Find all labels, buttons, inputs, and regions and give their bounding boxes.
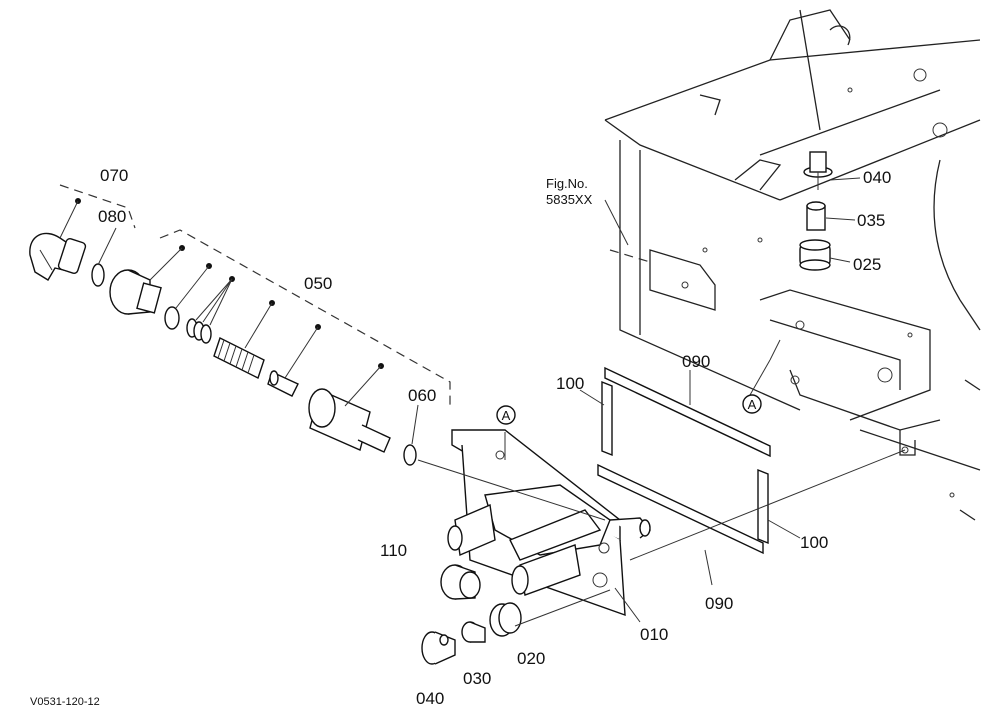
callout-035: 035: [857, 211, 885, 230]
poppet-050: [267, 324, 321, 397]
callout-010: 010: [640, 625, 668, 644]
o-ring-050: [164, 263, 212, 330]
collar-035: [806, 201, 826, 231]
o-ring-060: [403, 444, 417, 466]
callout-100-left: 100: [556, 374, 584, 393]
callout-100-right: 100: [800, 533, 828, 552]
bolt-040-top: [803, 151, 833, 190]
callout-050: 050: [304, 274, 332, 293]
frame-assembly: [604, 9, 981, 521]
callout-030: 030: [463, 669, 491, 688]
group-bracket-050: [159, 229, 451, 410]
diagram-code: V0531-120-12: [30, 696, 100, 708]
spring-050: [213, 300, 275, 379]
gasket-090-top: [604, 366, 771, 458]
callout-080: 080: [98, 207, 126, 226]
callout-040-bottom: 040: [416, 689, 444, 708]
callout-090-top: 090: [682, 352, 710, 371]
gasket-100-left: [601, 380, 613, 457]
callout-090-bottom: 090: [705, 594, 733, 613]
callout-020: 020: [517, 649, 545, 668]
callout-070: 070: [100, 166, 128, 185]
cushion-020: [489, 602, 522, 637]
plug-050: [109, 245, 185, 315]
gasket-090-bottom: [597, 463, 764, 555]
callout-040-top: 040: [863, 168, 891, 187]
ref-mark-a-left-text: A: [502, 408, 511, 423]
callout-025: 025: [853, 255, 881, 274]
o-ring-080: [91, 263, 105, 287]
ref-mark-a-right: A: [742, 394, 762, 414]
figure-reference: Fig.No. 5835XX: [546, 176, 593, 207]
plug-110: [440, 564, 481, 600]
leader-lines: [97, 177, 906, 627]
callout-060: 060: [408, 386, 436, 405]
figure-ref-line1: Fig.No.: [546, 176, 588, 191]
bolt-040-bottom: [421, 631, 456, 665]
callouts: 070 080 050 060 040 035 025 090 100 100 …: [98, 166, 891, 708]
callout-110: 110: [380, 541, 407, 560]
cushion-025: [799, 239, 831, 271]
shims-050: [186, 276, 235, 344]
elbow-fitting-070: [29, 198, 87, 281]
collar-030: [461, 621, 486, 643]
ref-mark-a-left: A: [496, 405, 516, 425]
body-050: [308, 363, 391, 453]
figure-ref-line2: 5835XX: [546, 192, 593, 207]
group-bracket-070: [59, 184, 136, 229]
ref-mark-a-right-text: A: [748, 397, 757, 412]
